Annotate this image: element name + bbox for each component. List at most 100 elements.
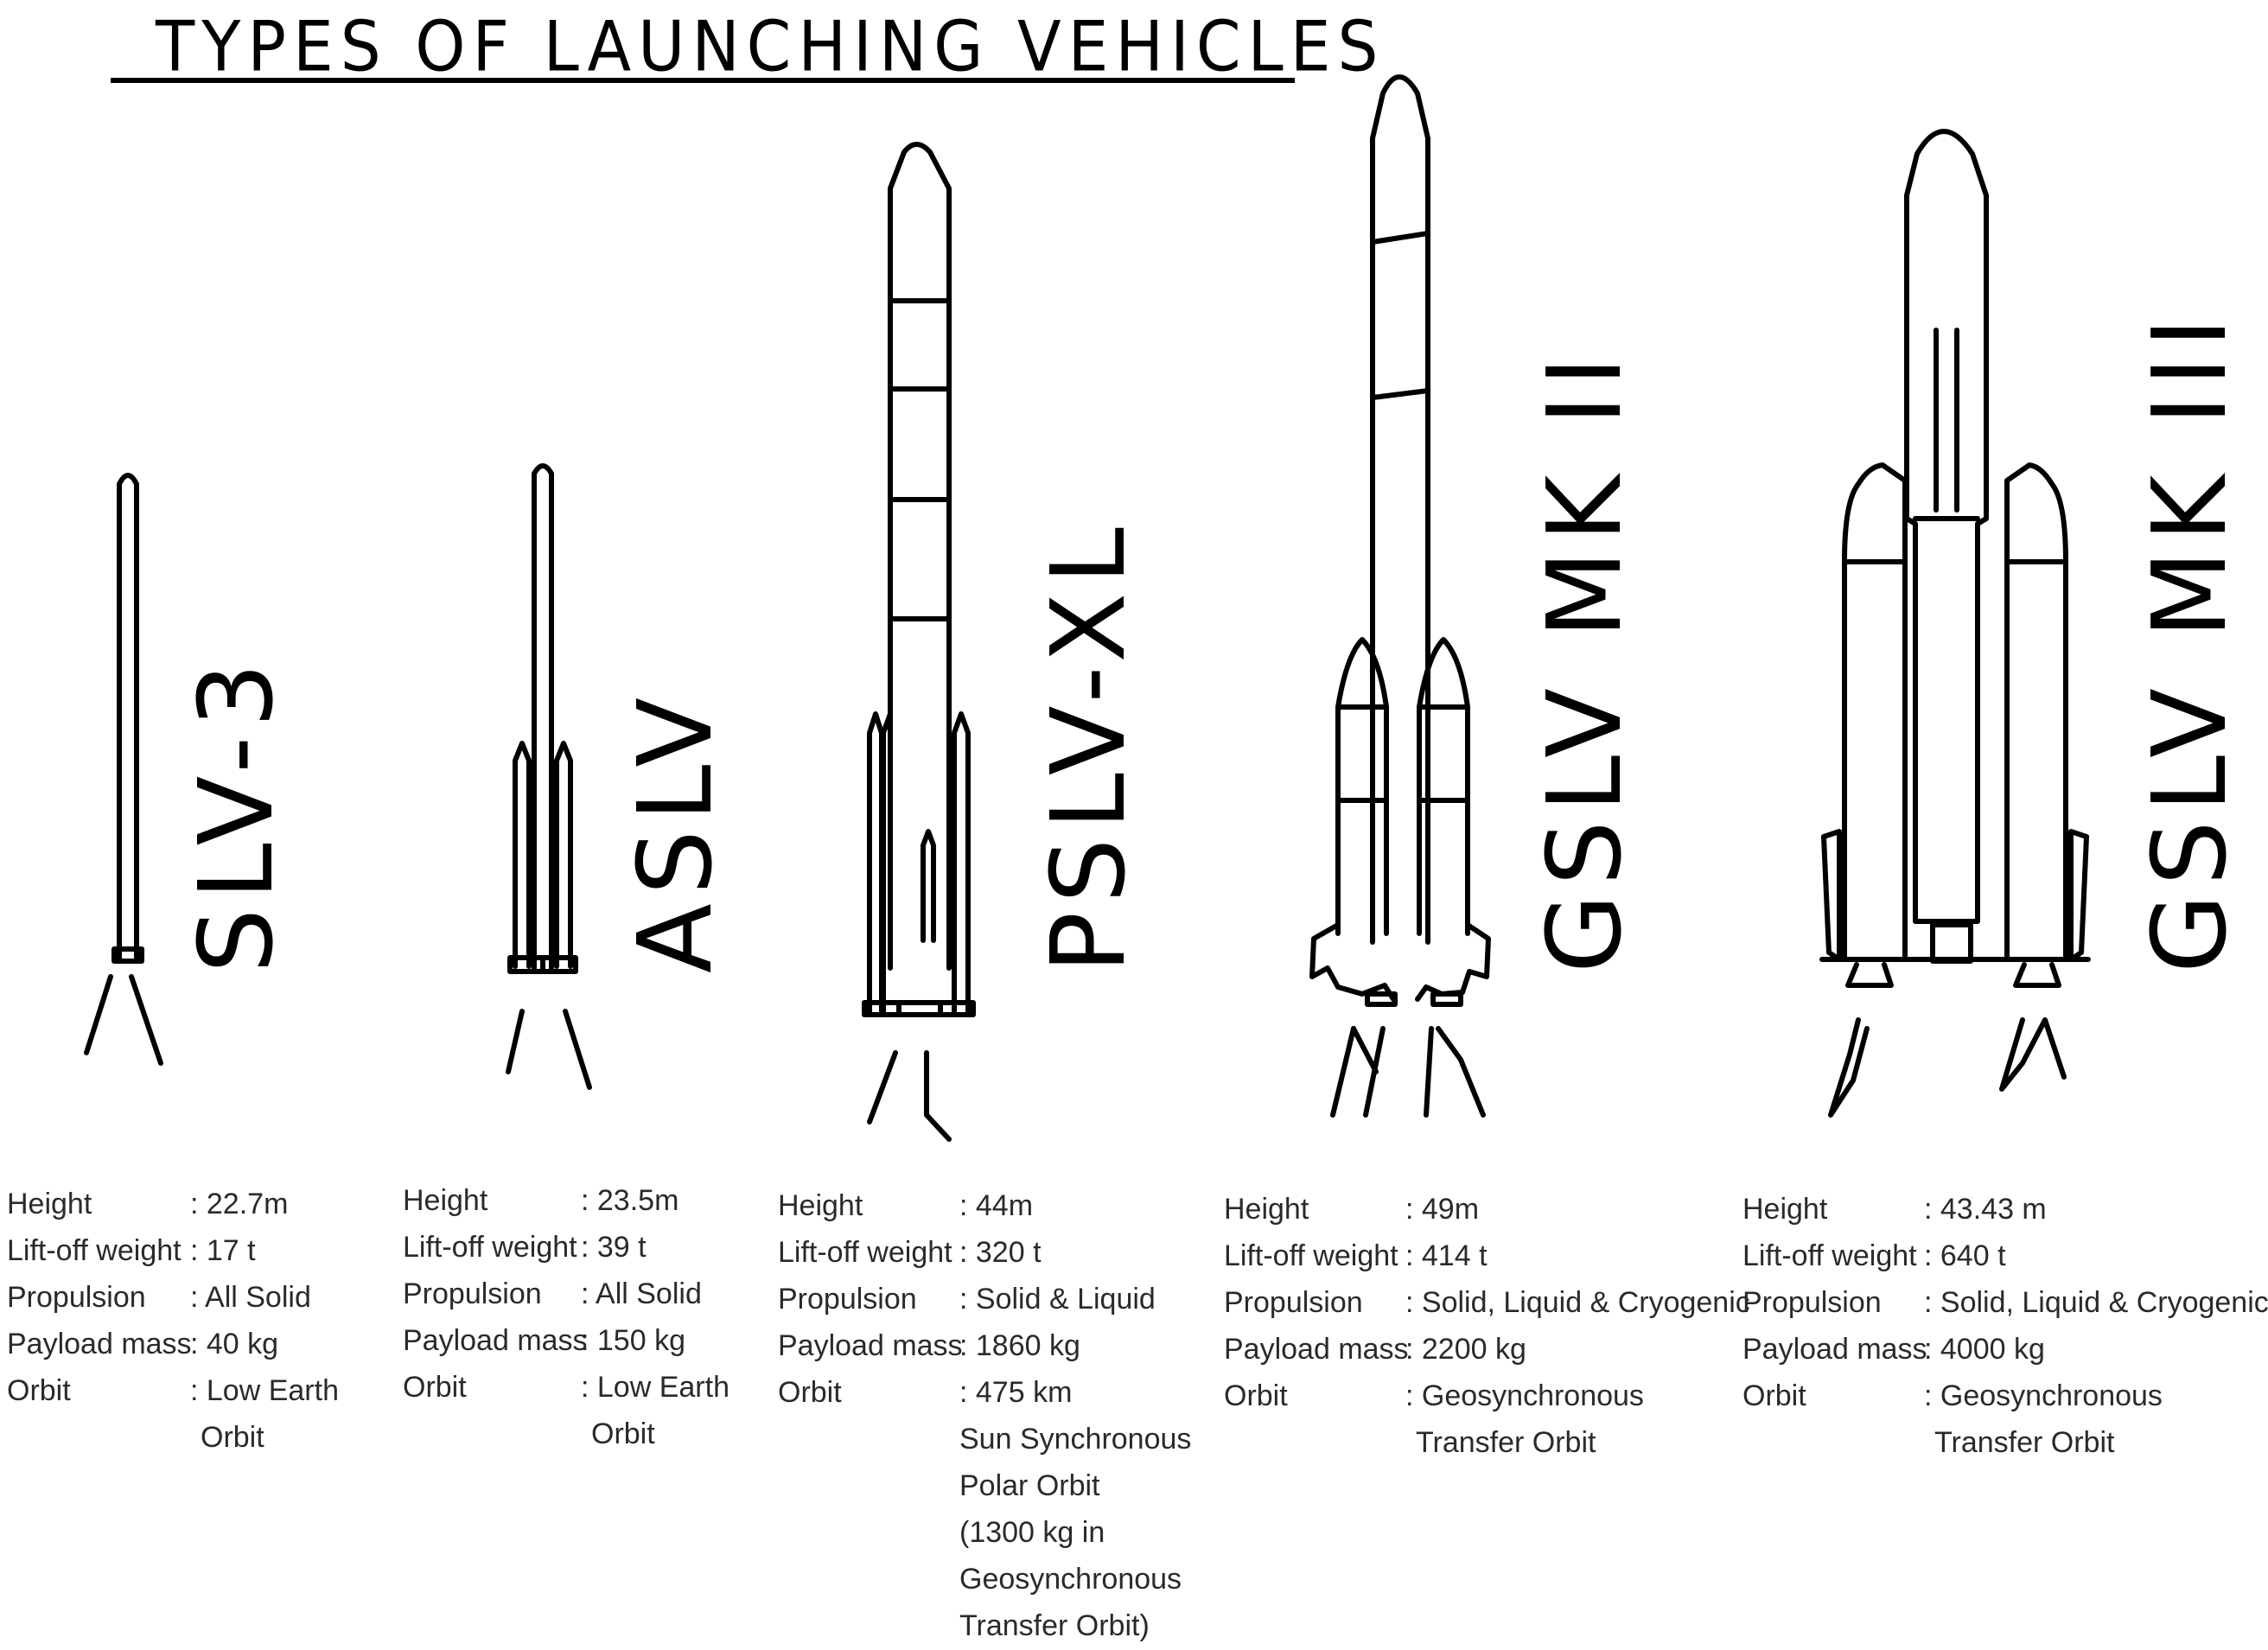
spec-label: Height — [778, 1189, 863, 1222]
spec-label: Orbit — [1224, 1379, 1288, 1412]
spec-row: Orbit : 475 km — [778, 1369, 1191, 1416]
gslv-mk3-rocket-drawing — [1819, 129, 2091, 1118]
spec-row: Payload mass: 40 kg — [7, 1321, 339, 1367]
spec-value: : 475 km — [959, 1376, 1073, 1409]
spec-value: : 640 t — [1924, 1239, 2006, 1272]
spec-label: Orbit — [1742, 1379, 1806, 1412]
spec-value: : Solid, Liquid & Cryogenic — [1405, 1286, 1750, 1319]
spec-label: Propulsion — [7, 1281, 146, 1314]
pslv-xl-spec-table: Height : 44m Lift-off weight: 320 t Propu… — [778, 1182, 1191, 1649]
spec-value: : 22.7m — [190, 1188, 289, 1220]
spec-row: Payload mass: 4000 kg — [1742, 1326, 2268, 1373]
orbit-continuation: Orbit — [201, 1421, 264, 1454]
orbit-continuation: Geosynchronous — [959, 1563, 1182, 1596]
spec-row: Lift-off weight: 39 t — [403, 1224, 729, 1271]
spec-row: Payload mass: 1860 kg — [778, 1322, 1191, 1369]
spec-label: Payload mass — [403, 1324, 588, 1357]
orbit-continuation: Sun Synchronous — [959, 1423, 1192, 1456]
spec-value: : Geosynchronous — [1924, 1379, 2163, 1412]
spec-row: Height : 44m — [778, 1182, 1191, 1229]
page-title: TYPES OF LAUNCHING VEHICLES — [156, 7, 1386, 87]
spec-value: : 43.43 m — [1924, 1193, 2047, 1226]
gslv-mk2-spec-table: Height : 49m Lift-off weight: 414 t Propu… — [1224, 1186, 1750, 1466]
spec-row: Propulsion : All Solid — [7, 1274, 339, 1321]
spec-label: Lift-off weight — [1224, 1239, 1398, 1272]
spec-label: Height — [403, 1184, 488, 1217]
spec-label: Propulsion — [1224, 1286, 1363, 1319]
spec-label: Orbit — [7, 1374, 71, 1407]
spec-label: Propulsion — [1742, 1286, 1882, 1319]
aslv-label: ASLV — [615, 688, 735, 973]
orbit-continuation: (1300 kg in — [959, 1516, 1105, 1549]
spec-row: Height : 43.43 m — [1742, 1186, 2268, 1233]
spec-row: Propulsion : Solid, Liquid & Cryogenic — [1224, 1279, 1750, 1326]
spec-value: : All Solid — [190, 1281, 311, 1314]
orbit-continuation: Orbit — [591, 1417, 655, 1450]
spec-row: Lift-off weight: 414 t — [1224, 1233, 1750, 1279]
spec-label: Lift-off weight — [7, 1234, 182, 1267]
spec-row: Payload mass: 2200 kg — [1224, 1326, 1750, 1373]
spec-label: Orbit — [403, 1371, 467, 1404]
spec-label: Payload mass — [778, 1329, 963, 1362]
spec-row: Height : 22.7m — [7, 1181, 339, 1227]
gslv-mk3-label: GSLV MK III — [2130, 309, 2249, 973]
orbit-continuation: Transfer Orbit) — [959, 1609, 1150, 1642]
spec-row: Orbit : Geosynchronous — [1224, 1373, 1750, 1419]
spec-value: : 49m — [1405, 1193, 1480, 1226]
orbit-continuation: Polar Orbit — [959, 1469, 1100, 1502]
gslv-mk2-label: GSLV MK II — [1525, 347, 1644, 973]
spec-value: : 4000 kg — [1924, 1333, 2045, 1366]
spec-label: Orbit — [778, 1376, 842, 1409]
spec-label: Payload mass — [1742, 1333, 1927, 1366]
gslv-mk3-spec-table: Height : 43.43 m Lift-off weight: 640 t P… — [1742, 1186, 2268, 1466]
spec-label: Lift-off weight — [778, 1236, 952, 1269]
spec-label: Payload mass — [1224, 1333, 1409, 1366]
spec-value: : 44m — [959, 1189, 1034, 1222]
spec-value: : 17 t — [190, 1234, 256, 1267]
spec-label: Propulsion — [778, 1283, 917, 1316]
spec-row: Lift-off weight: 320 t — [778, 1229, 1191, 1276]
orbit-continuation: Transfer Orbit — [1416, 1426, 1596, 1459]
orbit-continuation: Transfer Orbit — [1934, 1426, 2115, 1459]
spec-row: Propulsion : All Solid — [403, 1271, 729, 1317]
spec-label: Height — [1224, 1193, 1309, 1226]
spec-value: : 150 kg — [581, 1324, 685, 1357]
aslv-spec-table: Height : 23.5m Lift-off weight: 39 t Prop… — [403, 1177, 729, 1457]
spec-label: Lift-off weight — [403, 1231, 577, 1264]
slv3-label: SLV-3 — [176, 653, 296, 973]
spec-row: Propulsion : Solid & Liquid — [778, 1276, 1191, 1322]
spec-value: : Low Earth — [581, 1371, 729, 1404]
spec-value: : Solid, Liquid & Cryogenic — [1924, 1286, 2268, 1319]
spec-label: Height — [7, 1188, 92, 1220]
spec-row: Height : 49m — [1224, 1186, 1750, 1233]
pslv-xl-rocket-drawing — [862, 142, 976, 1142]
spec-value: : 2200 kg — [1405, 1333, 1526, 1366]
spec-row: Payload mass: 150 kg — [403, 1317, 729, 1364]
spec-label: Payload mass — [7, 1328, 192, 1360]
spec-label: Propulsion — [403, 1277, 542, 1310]
spec-row: Lift-off weight: 640 t — [1742, 1233, 2268, 1279]
title-underline — [111, 78, 1295, 83]
spec-row: Height : 23.5m — [403, 1177, 729, 1224]
spec-value: : Low Earth — [190, 1374, 339, 1407]
spec-value: : 39 t — [581, 1231, 647, 1264]
spec-value: : 414 t — [1405, 1239, 1488, 1272]
spec-row: Propulsion : Solid, Liquid & Cryogenic — [1742, 1279, 2268, 1326]
spec-label: Height — [1742, 1193, 1828, 1226]
spec-value: : Solid & Liquid — [959, 1283, 1156, 1316]
slv3-spec-table: Height : 22.7m Lift-off weight: 17 t Prop… — [7, 1181, 339, 1461]
spec-row: Lift-off weight: 17 t — [7, 1227, 339, 1274]
spec-value: : 23.5m — [581, 1184, 679, 1217]
spec-row: Orbit : Low Earth — [7, 1367, 339, 1414]
spec-row: Orbit : Low Earth — [403, 1364, 729, 1411]
gslv-mk2-rocket-drawing — [1309, 74, 1491, 1118]
aslv-rocket-drawing — [506, 463, 592, 1090]
spec-label: Lift-off weight — [1742, 1239, 1917, 1272]
pslv-xl-label: PSLV-XL — [1029, 519, 1148, 973]
spec-row: Orbit : Geosynchronous — [1742, 1373, 2268, 1419]
spec-value: : All Solid — [581, 1277, 702, 1310]
spec-value: : Geosynchronous — [1405, 1379, 1644, 1412]
spec-value: : 40 kg — [190, 1328, 279, 1360]
spec-value: : 1860 kg — [959, 1329, 1080, 1362]
